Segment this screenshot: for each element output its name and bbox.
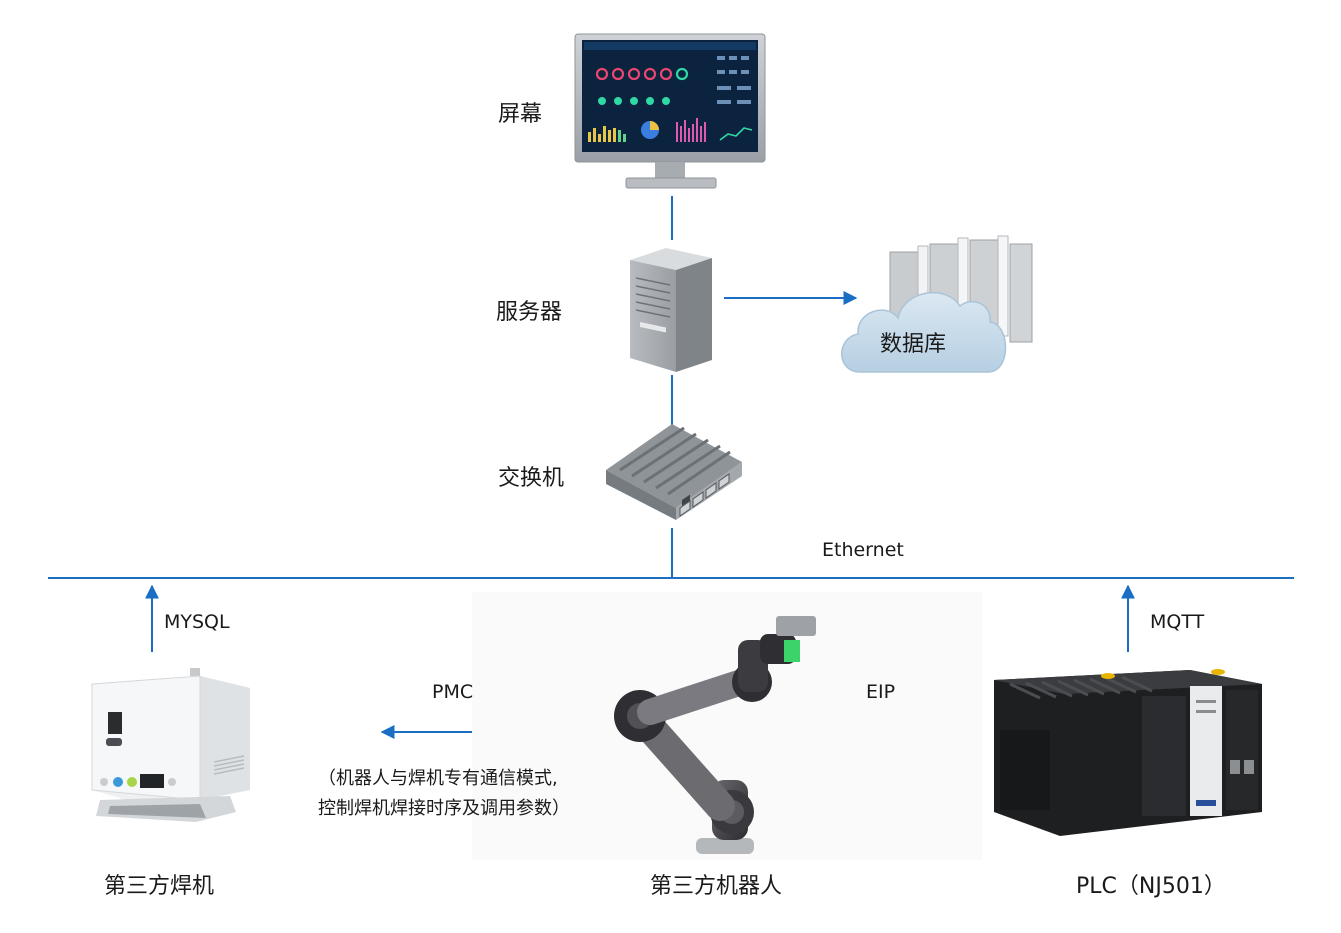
eip-label: EIP: [866, 681, 896, 703]
pmc-label: PMC: [432, 681, 474, 703]
ethernet-label: Ethernet: [822, 539, 904, 561]
welder-icon: [91, 668, 250, 822]
robot-label: 第三方机器人: [650, 874, 783, 899]
server-icon: [630, 248, 712, 372]
database-icon: [841, 235, 1033, 373]
screen-label: 屏幕: [498, 102, 543, 127]
switch-icon: [606, 424, 742, 520]
switch-label: 交换机: [498, 466, 565, 491]
mqtt-label: MQTT: [1150, 611, 1205, 633]
pmc-note: （机器人与焊机专有通信模式, 控制焊机焊接时序及调用参数）: [318, 764, 570, 824]
cloud-shape: [841, 291, 1007, 373]
pmc-note-line2: 控制焊机焊接时序及调用参数）: [318, 798, 570, 819]
plc-label: PLC（NJ501）: [1076, 874, 1226, 899]
pmc-note-line1: （机器人与焊机专有通信模式,: [318, 768, 558, 789]
monitor-icon: [574, 33, 766, 189]
database-label: 数据库: [880, 332, 947, 357]
robot-icon: [472, 592, 982, 860]
server-label: 服务器: [496, 300, 563, 325]
welder-label: 第三方焊机: [104, 874, 215, 899]
plc-icon: [994, 669, 1262, 836]
mysql-label: MYSQL: [164, 611, 230, 633]
